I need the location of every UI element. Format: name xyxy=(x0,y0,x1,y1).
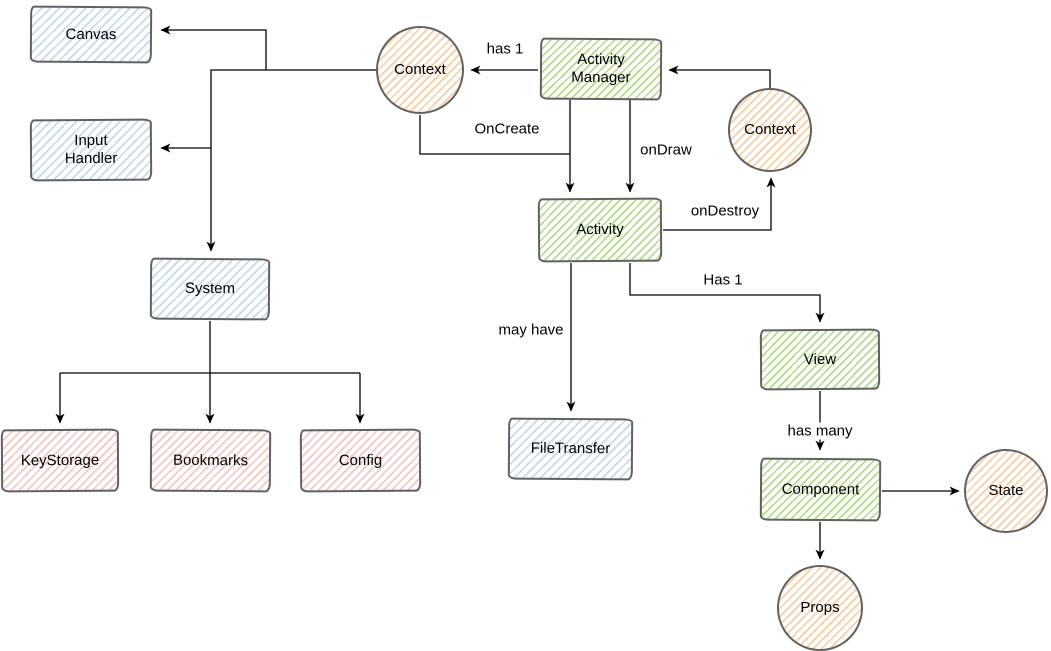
node-state[interactable]: State xyxy=(964,449,1048,533)
node-filetransfer[interactable]: FileTransfer xyxy=(507,417,634,481)
node-bookmarks-label: Bookmarks xyxy=(172,451,249,469)
node-keystorage[interactable]: KeyStorage xyxy=(0,428,120,493)
node-activity-manager-label: Activity Manager xyxy=(571,50,631,87)
edge-label-oncreate: OnCreate xyxy=(471,120,543,138)
node-view[interactable]: View xyxy=(759,328,881,391)
edge-label-has-many: has many xyxy=(784,422,856,440)
node-component[interactable]: Component xyxy=(759,457,882,522)
node-keystorage-label: KeyStorage xyxy=(20,451,100,469)
node-state-label: State xyxy=(988,482,1024,499)
node-canvas-label: Canvas xyxy=(65,25,117,43)
node-activity[interactable]: Activity xyxy=(537,197,663,263)
node-system-label: System xyxy=(184,279,236,298)
edge-label-has-1-bottom: Has 1 xyxy=(700,271,746,289)
node-activity-label: Activity xyxy=(576,220,624,239)
node-activity-manager[interactable]: Activity Manager xyxy=(539,37,663,101)
edge-context-to-system xyxy=(206,69,376,252)
edge-context2-to-am xyxy=(668,65,771,89)
edge-activity-to-view xyxy=(629,263,825,323)
edge-label-ondestroy: onDestroy xyxy=(687,202,763,220)
node-context-left[interactable]: Context xyxy=(376,26,464,114)
node-props[interactable]: Props xyxy=(777,565,863,651)
node-props-label: Props xyxy=(800,599,840,616)
node-input-handler-label: Input Handler xyxy=(64,131,118,168)
node-config-label: Config xyxy=(338,451,383,469)
node-bookmarks[interactable]: Bookmarks xyxy=(149,428,272,493)
node-system[interactable]: System xyxy=(149,257,271,321)
node-context-left-label: Context xyxy=(394,61,446,78)
node-filetransfer-label: FileTransfer xyxy=(530,439,611,458)
node-context-right-label: Context xyxy=(744,121,796,138)
edge-activity-to-context2-ondestroy xyxy=(663,177,776,231)
node-context-right[interactable]: Context xyxy=(728,88,812,172)
node-view-label: View xyxy=(803,350,837,368)
edge-label-has-1-top: has 1 xyxy=(483,40,527,58)
edge-oncreate-elbow xyxy=(419,115,570,155)
node-component-label: Component xyxy=(781,480,860,498)
node-input-handler[interactable]: Input Handler xyxy=(29,118,153,182)
node-canvas[interactable]: Canvas xyxy=(29,5,153,64)
node-config[interactable]: Config xyxy=(299,428,422,493)
edge-label-may-have: may have xyxy=(495,321,567,339)
edge-system-fan xyxy=(60,321,360,374)
edge-trunk-to-canvas xyxy=(160,25,267,70)
edge-label-ondraw: onDraw xyxy=(637,141,695,159)
